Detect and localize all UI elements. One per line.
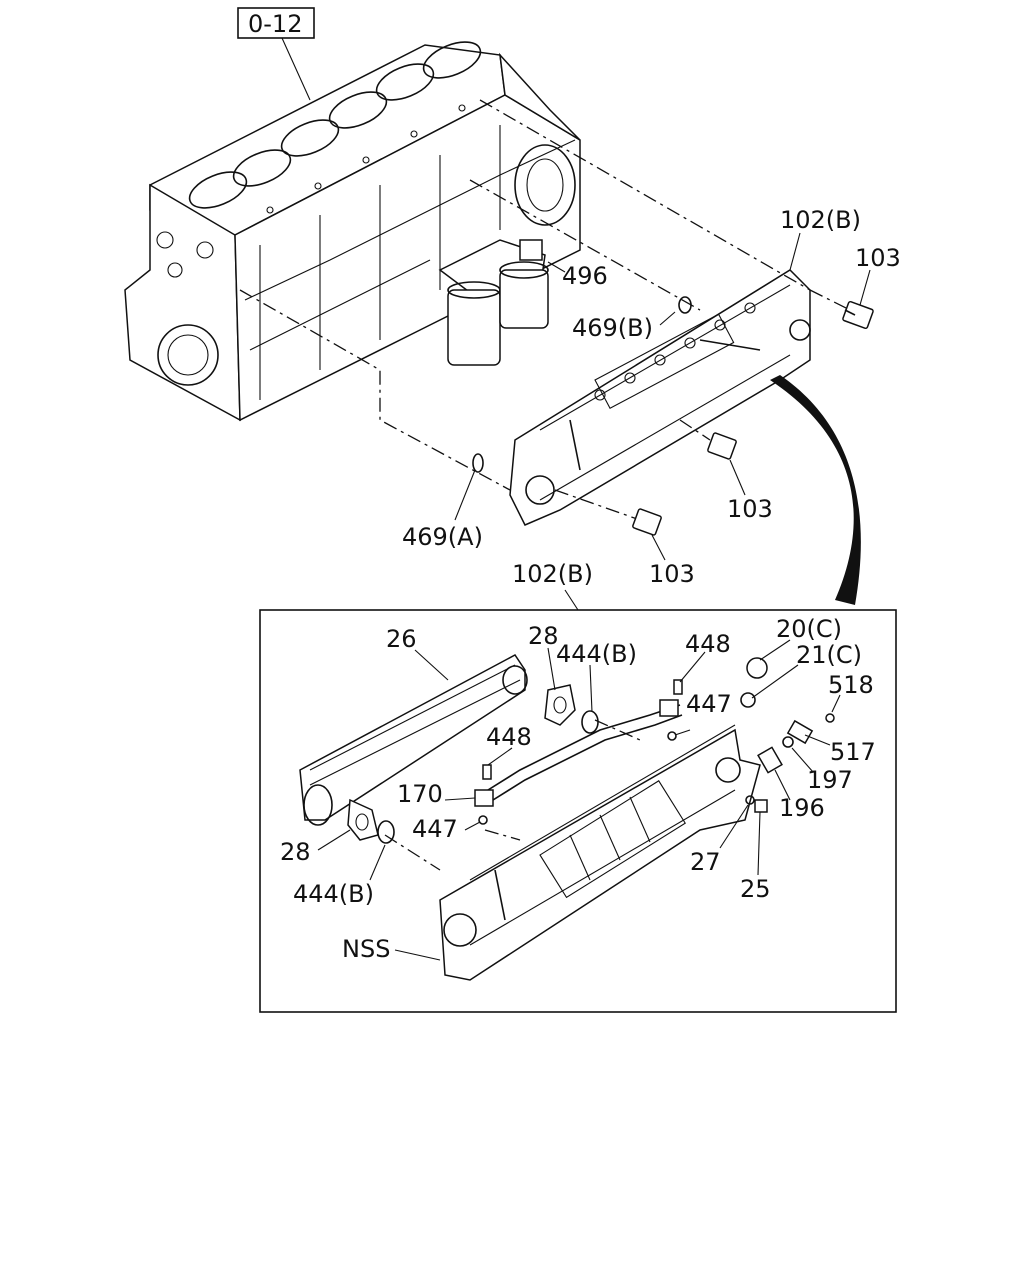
o-ring-469a — [472, 453, 484, 473]
callout-28-lower: 28 — [280, 838, 311, 866]
callout-469b: 469(B) — [572, 314, 653, 342]
callout-448-left: 448 — [486, 723, 532, 751]
detail-gaskets — [347, 684, 599, 844]
detail-fittings — [478, 657, 835, 825]
detail-cooler-body — [439, 724, 761, 981]
callout-469a: 469(A) — [402, 523, 483, 551]
bolt-103-right — [842, 300, 874, 330]
callout-20c: 20(C) — [776, 615, 842, 643]
reference-label: 0-12 — [248, 10, 302, 38]
callout-102b-detail: 102(B) — [512, 560, 593, 588]
oil-cooler-assembly — [509, 269, 811, 526]
callout-21c: 21(C) — [796, 641, 862, 669]
callout-170: 170 — [397, 780, 443, 808]
bolt-103-middle — [707, 432, 737, 460]
callout-103-right: 103 — [855, 244, 901, 272]
callout-447-upper: 447 — [686, 690, 732, 718]
detail-pointer-arrow — [770, 375, 861, 605]
callout-27: 27 — [690, 848, 721, 876]
callout-103-middle: 103 — [727, 495, 773, 523]
oil-filter-assembly: 496 — [438, 239, 608, 366]
callout-26: 26 — [386, 625, 417, 653]
callout-444b-lower: 444(B) — [293, 880, 374, 908]
callout-448-right: 448 — [685, 630, 731, 658]
bolt-103-lower — [632, 508, 662, 536]
callout-25: 25 — [740, 875, 771, 903]
callout-496: 496 — [562, 262, 608, 290]
callout-517: 517 — [830, 738, 876, 766]
detail-cooler-element — [299, 654, 528, 826]
callout-197: 197 — [807, 766, 853, 794]
detail-pipe — [474, 699, 683, 807]
callout-28-upper: 28 — [528, 622, 559, 650]
callout-444b-upper: 444(B) — [556, 640, 637, 668]
engine-block — [124, 41, 581, 422]
callout-103-lower: 103 — [649, 560, 695, 588]
callout-102b-top: 102(B) — [780, 206, 861, 234]
callout-447-lower: 447 — [412, 815, 458, 843]
callout-nss: NSS — [342, 935, 390, 963]
callout-518: 518 — [828, 671, 874, 699]
o-ring-469b — [678, 296, 692, 314]
callout-196: 196 — [779, 794, 825, 822]
reference-box: 0-12 — [237, 7, 315, 101]
